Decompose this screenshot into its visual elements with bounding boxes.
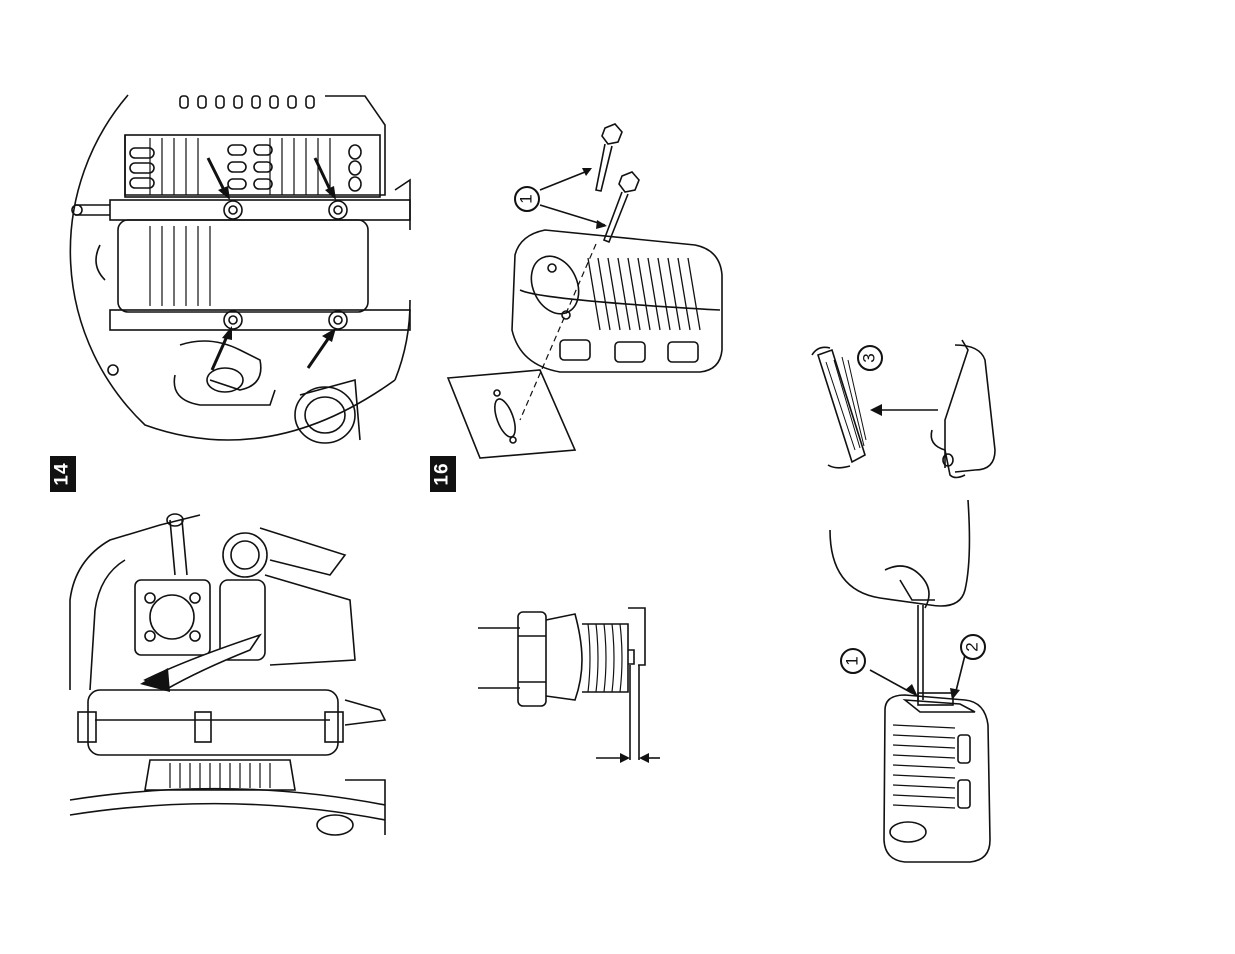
callout-screwdriver-tip: 1	[840, 648, 866, 674]
figure-number-14-label: 14	[52, 462, 74, 485]
illustration-muffler-circle-view	[70, 95, 410, 443]
callout-screen: 3	[857, 345, 883, 371]
callout-bolts-label: 1	[517, 194, 537, 203]
callout-cover-tab: 2	[960, 634, 986, 660]
illustration-muffler-exploded	[448, 124, 722, 458]
illustration-spark-plug	[478, 608, 660, 763]
illustration-spark-arrestor-screen	[812, 340, 995, 478]
figure-number-16-label: 16	[432, 462, 454, 485]
illustration-hand-screwdriver	[830, 500, 990, 862]
figure-number-16: 16	[430, 456, 456, 492]
figure-number-14: 14	[50, 456, 76, 492]
callout-screen-label: 3	[860, 353, 880, 362]
illustration-engine-housing	[70, 514, 385, 835]
callout-screwdriver-tip-label: 1	[843, 656, 863, 665]
callout-cover-tab-label: 2	[963, 642, 983, 651]
callout-bolts: 1	[514, 186, 540, 212]
